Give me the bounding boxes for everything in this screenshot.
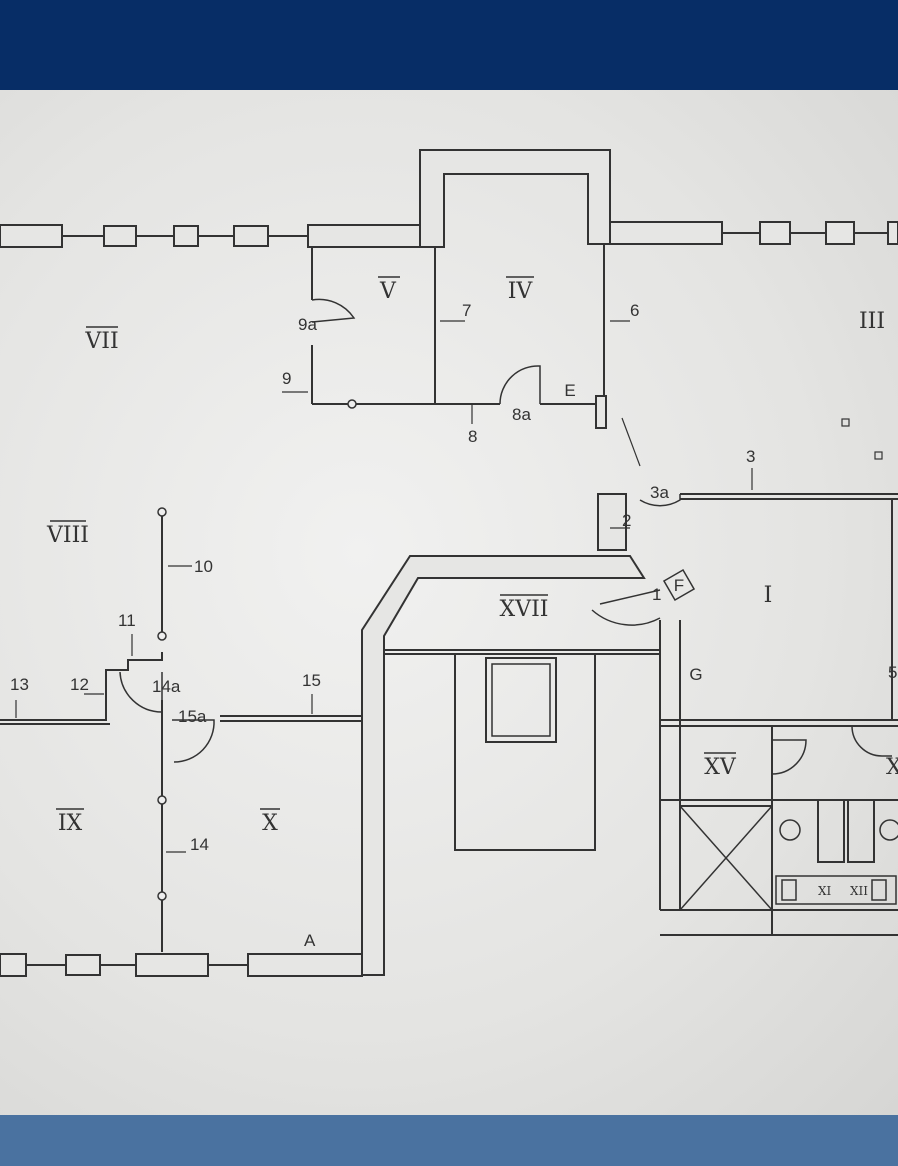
callout-5: 5 xyxy=(888,663,897,682)
room-label-xvii: XVII xyxy=(500,597,549,622)
callout-14: 14 xyxy=(190,835,209,854)
marker-a: A xyxy=(304,931,316,950)
callout-2: 2 xyxy=(622,511,631,530)
top-bump-wall xyxy=(419,149,611,248)
top-banner xyxy=(0,0,898,90)
callout-6: 6 xyxy=(630,301,639,320)
room-label-x: X xyxy=(262,811,278,836)
room-i-walls xyxy=(591,493,898,910)
floor-plan-sheet: V IV III VII VIII I XVII IX X XV X XI XI… xyxy=(0,90,898,1115)
callout-9a: 9a xyxy=(298,315,317,334)
room-label-vii: VII xyxy=(84,329,118,354)
callout-3a: 3a xyxy=(650,483,669,502)
callout-3: 3 xyxy=(746,447,755,466)
rooms-iv-v-walls xyxy=(311,244,607,429)
left-interior-walls xyxy=(0,507,362,952)
callout-13: 13 xyxy=(10,675,29,694)
marker-g: G xyxy=(689,665,702,684)
top-wall-right xyxy=(597,221,898,245)
central-shaft xyxy=(454,653,596,851)
callout-1: 1 xyxy=(652,585,661,604)
room-label-xii: XII xyxy=(850,884,868,898)
room-label-i: I xyxy=(764,583,773,608)
bottom-banner xyxy=(0,1115,898,1166)
callout-arrows xyxy=(15,320,883,853)
bottom-wall xyxy=(0,953,363,977)
room-label-iv: IV xyxy=(508,279,534,304)
room-label-x-partial: X xyxy=(886,755,898,780)
callout-14a: 14a xyxy=(152,677,181,696)
corridor-xvii-wall xyxy=(361,555,646,976)
room-label-xv: XV xyxy=(704,755,737,780)
service-block xyxy=(660,725,898,936)
callout-12: 12 xyxy=(70,675,89,694)
marker-f: F xyxy=(674,576,684,595)
room-label-iii: III xyxy=(859,309,885,334)
callout-15a: 15a xyxy=(178,707,207,726)
callout-15: 15 xyxy=(302,671,321,690)
room-label-xi: XI xyxy=(818,884,832,898)
top-wall-left xyxy=(0,224,429,248)
callout-7: 7 xyxy=(462,301,471,320)
callout-8a: 8a xyxy=(512,405,531,424)
floor-plan-diagram: V IV III VII VIII I XVII IX X XV X XI XI… xyxy=(0,149,898,977)
room-label-v: V xyxy=(379,279,397,304)
room-label-viii: VIII xyxy=(46,523,89,548)
marker-e: E xyxy=(564,381,575,400)
room-label-ix: IX xyxy=(58,811,83,836)
callout-9: 9 xyxy=(282,369,291,388)
callout-11: 11 xyxy=(118,611,136,630)
callout-8: 8 xyxy=(468,427,477,446)
callout-10: 10 xyxy=(194,557,213,576)
